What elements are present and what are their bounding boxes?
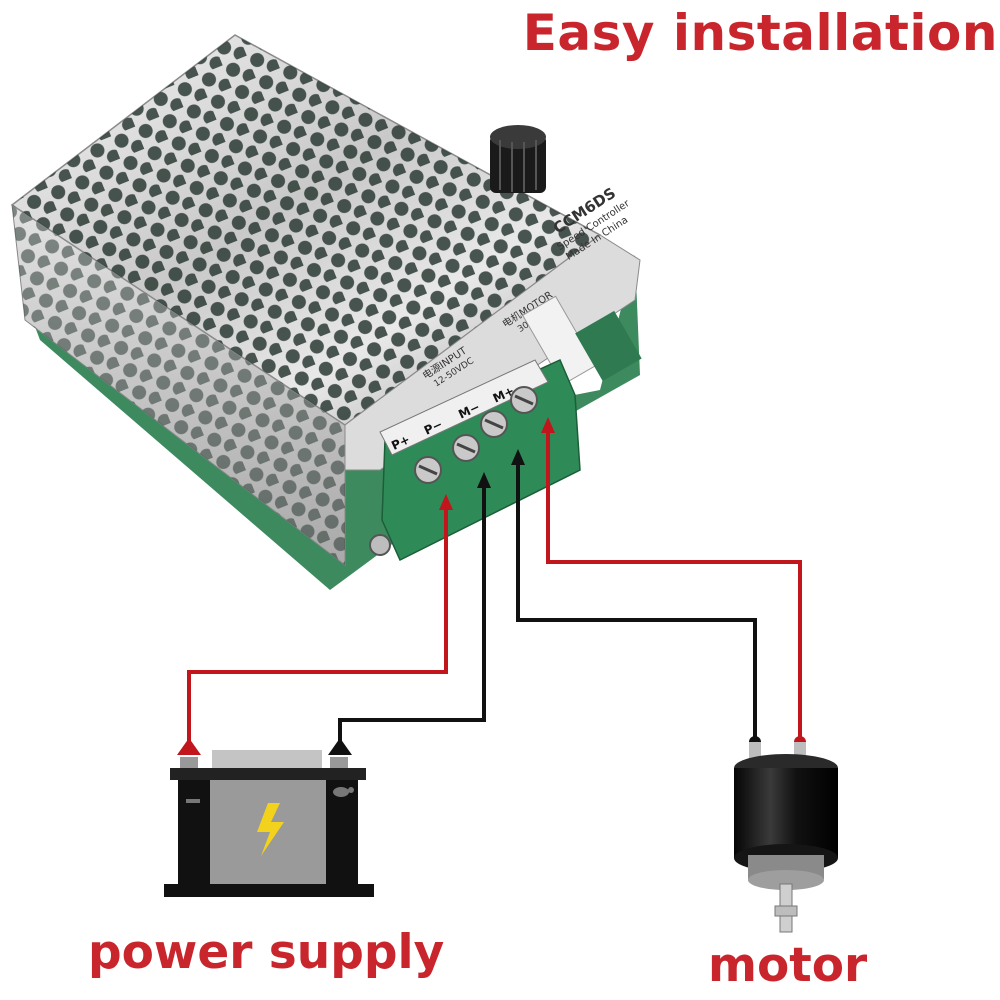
terminal-screw-m-minus[interactable] bbox=[480, 410, 508, 438]
case-front bbox=[344, 234, 641, 471]
wire-p-plus bbox=[187, 505, 448, 745]
arrow-up-icon bbox=[177, 738, 201, 755]
wire-m-minus bbox=[516, 460, 757, 740]
terminal-screw-m-plus[interactable] bbox=[510, 386, 538, 414]
arrow-up-icon bbox=[439, 494, 453, 510]
speed-controller: CCM6DS Speed Controller Made In China 电机… bbox=[10, 34, 642, 590]
motor-icon bbox=[734, 742, 838, 933]
speed-knob[interactable] bbox=[490, 125, 546, 193]
terminal-screw-p-minus[interactable] bbox=[452, 434, 480, 462]
motor-caption: motor bbox=[708, 938, 868, 993]
mounting-screw bbox=[369, 534, 391, 556]
power-supply-caption: power supply bbox=[88, 925, 445, 980]
terminal-screw-p-plus[interactable] bbox=[414, 456, 442, 484]
arrow-up-icon bbox=[328, 738, 352, 755]
terminal-block: P+ P− M− M+ bbox=[379, 358, 581, 562]
connector-harness bbox=[521, 295, 597, 386]
arrow-up-icon bbox=[511, 449, 525, 465]
page-title: Easy installation bbox=[522, 4, 998, 62]
lightning-bolt-icon bbox=[257, 803, 284, 856]
arrow-up-icon bbox=[477, 472, 491, 488]
wires bbox=[177, 417, 806, 755]
wire-m-plus bbox=[546, 428, 802, 740]
minus-sign-icon bbox=[186, 799, 200, 803]
wire-p-minus bbox=[338, 483, 486, 745]
arrow-up-icon bbox=[541, 417, 555, 433]
battery-icon bbox=[164, 750, 374, 897]
turtle-icon bbox=[333, 787, 354, 797]
